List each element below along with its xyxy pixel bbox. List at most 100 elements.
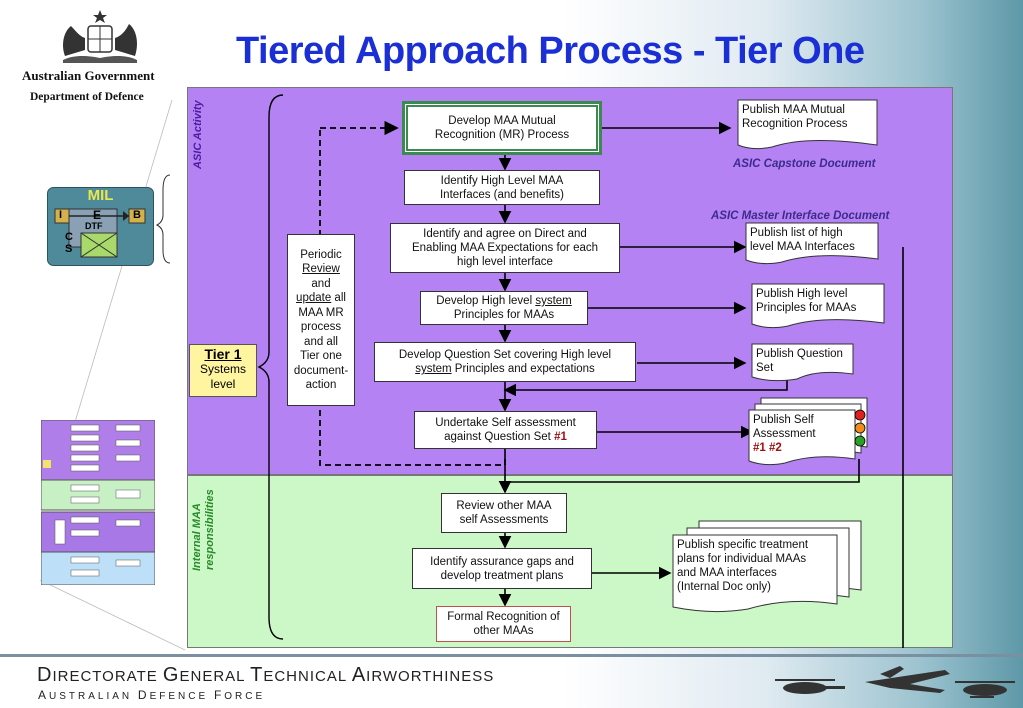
tier-label-box: Tier 1 Systems level: [189, 344, 257, 397]
publish-principles-doc: Publish High level Principles for MAAs: [752, 284, 884, 318]
publish-question-doc: Publish Question Set: [752, 344, 853, 378]
agree-expectations-line3: high level interface: [457, 256, 553, 268]
develop-mr-process-box: Develop MAA Mutual Recognition (MR) Proc…: [402, 101, 602, 155]
periodic-line4b: all: [331, 292, 346, 304]
publish-question-line1: Publish Question: [756, 348, 843, 360]
adf-wordmark: AUSTRALIAN DEFENCE FORCE: [38, 688, 265, 702]
dgta-irworthiness: IRWORTHINESS: [366, 668, 495, 685]
footer-divider: [0, 654, 1023, 657]
periodic-line9: document-: [293, 364, 349, 377]
flow-connectors: [257, 94, 904, 648]
dgta-t: T: [250, 664, 264, 686]
periodic-line3: and: [311, 277, 331, 290]
i-label: I: [59, 209, 63, 221]
develop-question-set-box: Develop Question Set covering High level…: [374, 342, 636, 382]
identify-gaps-box: Identify assurance gaps and develop trea…: [412, 548, 592, 589]
treatment-line3: and MAA interfaces: [677, 567, 777, 579]
agree-expectations-line1: Identify and agree on Direct and: [423, 228, 587, 240]
department-name: Department of Defence: [30, 91, 144, 103]
dgta-g: G: [162, 664, 180, 686]
dgta-d: D: [37, 664, 53, 686]
formal-line1: Formal Recognition of: [447, 611, 560, 623]
coat-of-arms-icon: [63, 10, 137, 63]
document-shapes: [672, 99, 885, 613]
self-assess-line2b: #1: [554, 431, 567, 443]
identify-interfaces-line1: Identify High Level MAA: [440, 174, 564, 187]
periodic-line1: Periodic: [300, 248, 342, 261]
dgta-eneral: ENERAL: [179, 668, 251, 685]
publish-principles-line2: Principles for MAAs: [756, 302, 857, 314]
adf-d: D: [137, 688, 150, 702]
government-name: Australian Government: [22, 68, 155, 83]
tier-line3: level: [210, 377, 236, 391]
agree-expectations-line2: Enabling MAA Expectations for each: [411, 242, 599, 254]
s-label: S: [65, 243, 73, 255]
b-label: B: [133, 209, 141, 221]
adf-f: F: [213, 688, 225, 702]
page-title: Tiered Approach Process - Tier One: [236, 30, 865, 72]
c-label: C: [65, 231, 73, 243]
principles-line1b: system: [535, 295, 572, 307]
traffic-light-red-icon: [854, 409, 866, 421]
dgta-echnical: ECHNICAL: [263, 668, 352, 685]
periodic-line8: Tier one: [300, 350, 342, 362]
periodic-line6: process: [300, 321, 342, 333]
e-label: E: [93, 208, 102, 222]
self-assess-line1: Undertake Self assessment: [435, 417, 576, 429]
publish-question-line2: Set: [756, 362, 774, 374]
adf-a: A: [38, 688, 50, 702]
gaps-line2: develop treatment plans: [440, 569, 564, 582]
review-other-line1: Review other MAA: [456, 500, 552, 512]
develop-mr-line1: Develop MAA Mutual: [448, 115, 556, 127]
principles-line2: Principles for MAAs: [453, 309, 555, 321]
periodic-line2: Review: [302, 263, 340, 275]
treatment-line4: (Internal Doc only): [677, 581, 771, 593]
adf-efence: EFENCE: [149, 691, 214, 702]
periodic-line4: update: [296, 292, 332, 304]
slide-thumbnails: [40, 419, 156, 586]
periodic-review-box: Periodic Review and update all MAA MR pr…: [287, 234, 355, 406]
periodic-line5: MAA MR: [298, 306, 344, 319]
process-diagram: ASIC Activity Internal MAA responsibilit…: [187, 87, 953, 648]
adf-orce: ORCE: [224, 691, 266, 702]
traffic-light-green-icon: [854, 435, 866, 447]
gaps-line1: Identify assurance gaps and: [430, 555, 574, 568]
publish-list-line1: Publish list of high: [750, 227, 843, 239]
publish-self-line1: Publish Self: [753, 414, 814, 426]
publish-self-line3: #1 #2: [753, 442, 782, 454]
capstone-label: ASIC Capstone Document: [733, 158, 876, 170]
mil-label: MIL: [87, 187, 114, 204]
mil-framework-icon: MIL I E B DTF C S: [47, 187, 154, 266]
dtf-label: DTF: [85, 221, 103, 231]
publish-principles-line1: Publish High level: [756, 288, 848, 300]
question-set-line2a: system: [415, 363, 452, 375]
master-interface-label: ASIC Master Interface Document: [711, 210, 890, 222]
publish-list-doc: Publish list of high level MAA Interface…: [746, 223, 878, 257]
publish-list-line2: level MAA Interfaces: [750, 241, 855, 253]
treatment-plans-doc: Publish specific treatment plans for ind…: [673, 535, 837, 597]
formal-recognition-box: Formal Recognition of other MAAs: [436, 606, 571, 642]
review-other-line2: self Assessments: [459, 514, 549, 526]
identify-interfaces-box: Identify High Level MAA Interfaces (and …: [404, 170, 600, 205]
self-assessment-box: Undertake Self assessment against Questi…: [414, 411, 597, 449]
publish-self-doc: Publish Self Assessment #1 #2: [749, 410, 855, 458]
periodic-line7: and all: [304, 335, 338, 348]
traffic-light-amber-icon: [854, 422, 866, 434]
develop-mr-line2: Recognition (MR) Process: [434, 129, 570, 141]
publish-mr-line2: Recognition Process: [742, 118, 848, 130]
tier-name: Tier 1: [204, 346, 242, 362]
agree-expectations-box: Identify and agree on Direct and Enablin…: [390, 223, 620, 273]
periodic-line10: action: [305, 379, 337, 391]
principles-line1a: Develop High level: [436, 295, 536, 307]
publish-self-line2: Assessment: [753, 428, 816, 440]
identify-interfaces-line2: Interfaces (and benefits): [439, 188, 564, 201]
develop-principles-box: Develop High level system Principles for…: [420, 291, 588, 325]
tier-line2: Systems: [199, 362, 246, 376]
adf-ustralian: USTRALIAN: [49, 691, 138, 702]
treatment-line1: Publish specific treatment: [677, 539, 809, 551]
question-set-line2b: Principles and expectations: [451, 363, 595, 375]
self-assess-line2a: against Question Set: [444, 431, 555, 443]
aircraft-icon: [775, 666, 1015, 698]
treatment-line2: plans for individual MAAs: [677, 553, 807, 565]
dgta-wordmark: DIRECTORATE GENERAL TECHNICAL AIRWORTHIN…: [37, 664, 494, 687]
